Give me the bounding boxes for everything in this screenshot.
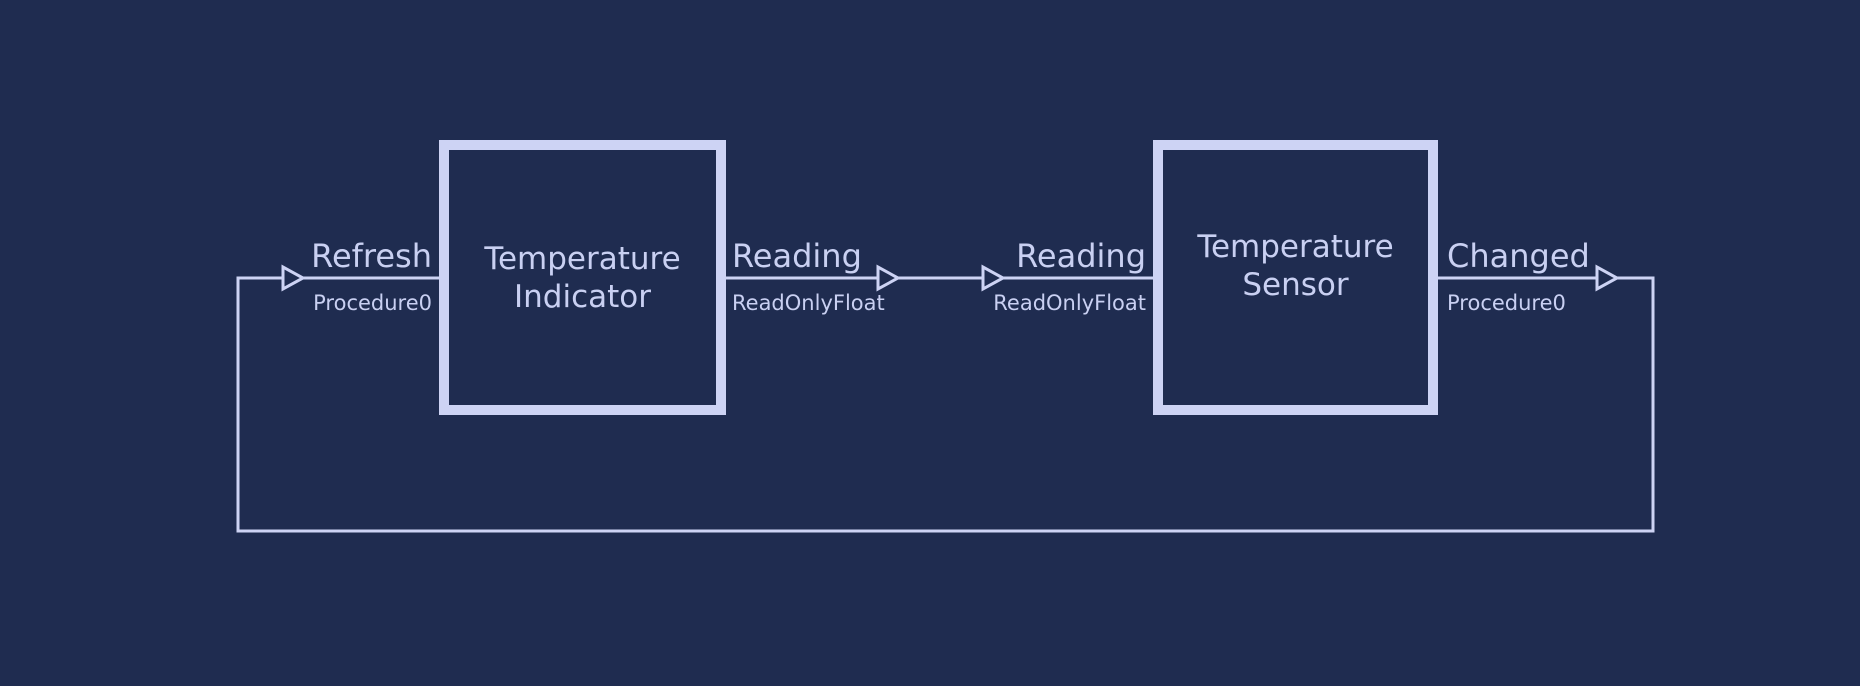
port-name-refresh: Refresh xyxy=(311,237,432,275)
node-temperature-sensor-label: Temperature Sensor xyxy=(1197,228,1394,303)
port-sensor-changed: Changed Procedure0 xyxy=(1447,236,1590,316)
port-indicator-reading: Reading ReadOnlyFloat xyxy=(732,236,885,316)
port-sensor-reading: Reading ReadOnlyFloat xyxy=(993,236,1146,316)
port-type-indicator-reading: ReadOnlyFloat xyxy=(732,291,885,315)
port-type-sensor-reading: ReadOnlyFloat xyxy=(993,291,1146,315)
arrowhead-changed-icon xyxy=(1595,264,1621,292)
node-temperature-indicator[interactable]: Temperature Indicator xyxy=(439,140,726,415)
arrowhead-refresh-icon xyxy=(281,264,307,292)
arrowhead-reading-out-icon xyxy=(876,264,902,292)
port-name-sensor-reading: Reading xyxy=(1016,237,1146,275)
arrowhead-reading-in-icon xyxy=(981,264,1007,292)
node-temperature-sensor[interactable]: Temperature Sensor xyxy=(1153,140,1438,415)
port-name-indicator-reading: Reading xyxy=(732,237,862,275)
port-type-refresh: Procedure0 xyxy=(313,291,432,315)
port-name-changed: Changed xyxy=(1447,237,1590,275)
port-indicator-refresh: Refresh Procedure0 xyxy=(311,236,432,316)
port-type-changed: Procedure0 xyxy=(1447,291,1566,315)
node-temperature-indicator-label: Temperature Indicator xyxy=(484,240,681,315)
